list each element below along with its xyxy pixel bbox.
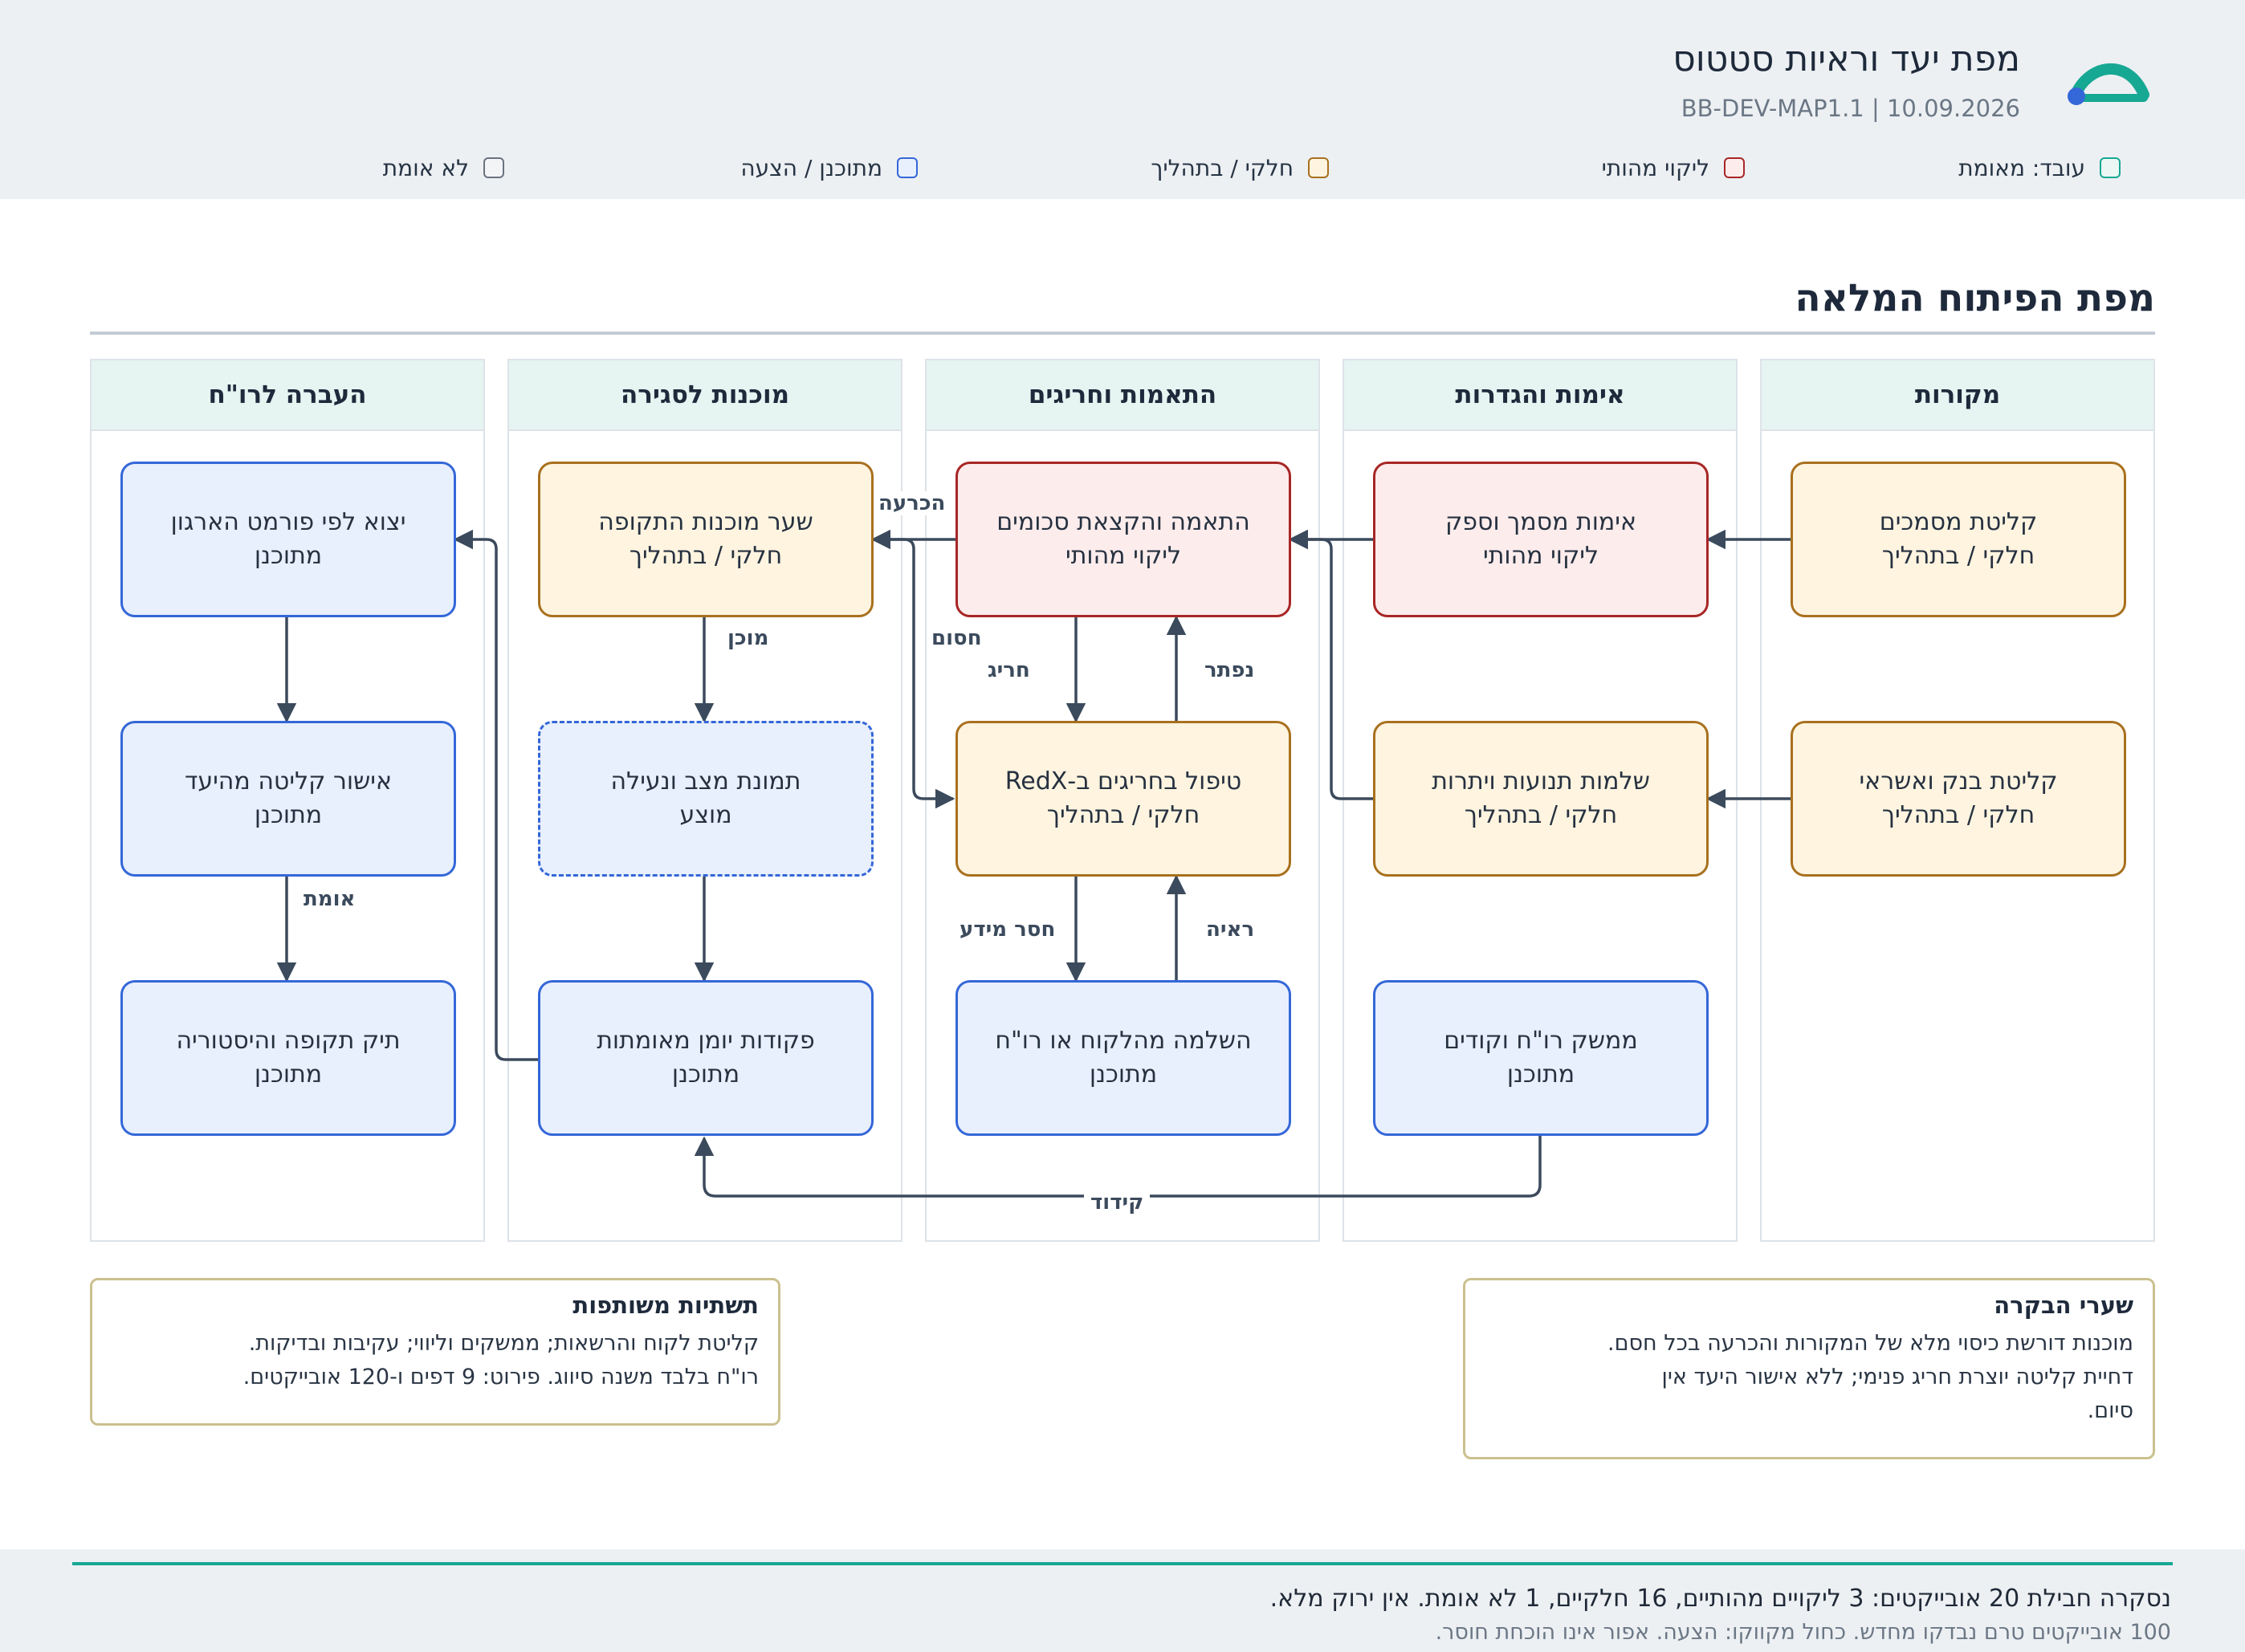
legend-label: לא אומת	[382, 154, 469, 181]
legend-swatch	[483, 157, 504, 178]
lane-header: אימות והגדרות	[1344, 360, 1736, 431]
legend-item-partial: חלקי / בתהליך	[1151, 153, 1329, 183]
legend-label: חלקי / בתהליך	[1151, 154, 1294, 181]
note-line: סיום.	[2087, 1398, 2133, 1423]
document-title: מפת יעד וראיות סטטוס	[1673, 39, 2020, 79]
section-divider	[90, 332, 2155, 335]
legend-swatch	[1724, 157, 1745, 178]
legend-item-planned: מתוכנן / הצעה	[740, 153, 918, 183]
node-cpa-interface[interactable]: ממשק רו"ח וקודים מתוכנן	[1373, 980, 1709, 1136]
node-docs-intake[interactable]: קליטת מסמכים חלקי / בתהליך	[1791, 462, 2126, 617]
node-redx-exceptions[interactable]: טיפול בחריגים ב-RedX חלקי / בתהליך	[955, 721, 1291, 877]
node-title: תמונת מצב ונעילה	[610, 767, 801, 795]
node-status: מתוכנן	[254, 1060, 323, 1088]
node-title: קליטת בנק ואשראי	[1859, 767, 2058, 795]
legend-label: עובד: מאומת	[1958, 154, 2085, 181]
node-title: שער מוכנות התקופה	[598, 508, 813, 536]
node-status: ליקוי מהותי	[1065, 542, 1182, 570]
bridge-arc-logo-icon	[2068, 63, 2149, 105]
note-line: קליטת לקוח והרשאות; ממשקים וליווי; עקיבו…	[248, 1331, 759, 1356]
legend-swatch	[1308, 157, 1329, 178]
node-status: מתוכנן	[1506, 1060, 1575, 1088]
node-org-export[interactable]: יצוא לפי פורמט הארגון מתוכנן	[120, 462, 456, 617]
edge-completeness-to-match	[1288, 529, 1373, 800]
footer-caveat: 100 אובייקטים טרם נבדקו מחדש. כחול מקווק…	[1435, 1620, 2171, 1645]
edge-label-exception: חריג	[988, 658, 1030, 682]
node-period-file[interactable]: תיק תקופה והיסטוריה מתוכנן	[120, 980, 456, 1136]
edge-label-ready: מוכן	[727, 626, 769, 650]
edge-cpa-interface-to-journal	[694, 1136, 1542, 1198]
edge-label-resolved: נפתר	[1204, 658, 1255, 682]
footer-summary: נסקרה חבילת 20 אובייקטים: 3 ליקויים מהות…	[1269, 1585, 2171, 1613]
node-status: חלקי / בתהליך	[1881, 542, 2035, 570]
node-status: מתוכנן	[1089, 1060, 1158, 1088]
note-title: שערי הבקרה	[1994, 1292, 2133, 1319]
legend-label: ליקוי מהותי	[1601, 154, 1709, 181]
note-line: מוכנות דורשת כיסוי מלא של המקורות והכרעה…	[1607, 1331, 2133, 1356]
node-status: מתוכנן	[671, 1060, 740, 1088]
note-line: דחיית קליטה יוצרת חריג פנימי; ללא אישור …	[1661, 1365, 2134, 1390]
node-journal-entries[interactable]: פקודות יומן מאומתות מתוכנן	[538, 980, 874, 1136]
note-title: תשתיות משותפות	[572, 1292, 759, 1319]
node-client-completion[interactable]: השלמה מהלקוח או רו"ח מתוכנן	[955, 980, 1291, 1136]
legend-item-verified: עובד: מאומת	[1958, 153, 2121, 183]
node-status: חלקי / בתהליך	[1881, 801, 2035, 829]
node-title: פקודות יומן מאומתות	[597, 1027, 815, 1055]
node-status: מוצע	[679, 801, 732, 829]
node-title: שלמות תנועות ויתרות	[1432, 767, 1650, 795]
lane-header: העברה לרו"ח	[92, 360, 483, 431]
node-bank-intake[interactable]: קליטת בנק ואשראי חלקי / בתהליך	[1791, 721, 2126, 877]
node-doc-verify[interactable]: אימות מסמך וספק ליקוי מהותי	[1373, 462, 1709, 617]
edge-label-decision: הכרעה	[872, 491, 952, 515]
node-title: יצוא לפי פורמט הארגון	[170, 508, 406, 536]
lane-header: התאמות וחריגים	[927, 360, 1318, 431]
lane-header: מקורות	[1762, 360, 2153, 431]
node-readiness-gate[interactable]: שער מוכנות התקופה חלקי / בתהליך	[538, 462, 874, 617]
node-status: מתוכנן	[254, 801, 323, 829]
node-title: קליטת מסמכים	[1879, 508, 2038, 536]
node-title: ממשק רו"ח וקודים	[1444, 1027, 1638, 1055]
node-status: חלקי / בתהליך	[1464, 801, 1618, 829]
node-match-allocation[interactable]: התאמה והקצאת סכומים ליקוי מהותי	[955, 462, 1291, 617]
node-receipt-approval[interactable]: אישור קליטה מהיעד מתוכנן	[120, 721, 456, 877]
edge-label-blocked: חסום	[931, 626, 982, 650]
edge-readiness-to-redx-blocked	[873, 538, 955, 809]
node-title: אימות מסמך וספק	[1444, 508, 1637, 536]
document-code-date: BB-DEV-MAP1.1 | 10.09.2026	[1681, 95, 2020, 122]
node-status: מתוכנן	[254, 542, 323, 570]
footer-divider	[72, 1562, 2173, 1565]
node-title: תיק תקופה והיסטוריה	[176, 1027, 401, 1055]
legend-label: מתוכנן / הצעה	[740, 154, 882, 181]
lane-header: מוכנות לסגירה	[509, 360, 901, 431]
note-control-gates: שערי הבקרה מוכנות דורשת כיסוי מלא של המק…	[1463, 1278, 2155, 1459]
node-status: חלקי / בתהליך	[1046, 801, 1200, 829]
node-title: השלמה מהלקוח או רו"ח	[995, 1027, 1252, 1055]
legend-item-blocking: ליקוי מהותי	[1602, 153, 1745, 183]
edge-label-verified: אומת	[304, 887, 356, 911]
edge-journal-to-export	[453, 529, 538, 1061]
section-title: מפת הפיתוח המלאה	[1795, 276, 2155, 320]
node-status: ליקוי מהותי	[1482, 542, 1599, 570]
node-status: חלקי / בתהליך	[629, 542, 783, 570]
footer-bar: נסקרה חבילת 20 אובייקטים: 3 ליקויים מהות…	[0, 1549, 2245, 1652]
node-title: אישור קליטה מהיעד	[184, 767, 393, 795]
legend-swatch	[2100, 157, 2121, 178]
edge-label-missing-info: חסר מידע	[960, 918, 1056, 942]
note-shared-infrastructure: תשתיות משותפות קליטת לקוח והרשאות; ממשקי…	[90, 1278, 780, 1426]
edge-label-coding: קידוד	[1084, 1190, 1151, 1215]
node-txn-completeness[interactable]: שלמות תנועות ויתרות חלקי / בתהליך	[1373, 721, 1709, 877]
node-title: טיפול בחריגים ב-RedX	[1004, 767, 1242, 795]
edge-label-evidence: ראיה	[1206, 918, 1255, 942]
legend-swatch	[897, 157, 918, 178]
header-bar: מפת יעד וראיות סטטוס BB-DEV-MAP1.1 | 10.…	[0, 0, 2245, 199]
node-title: התאמה והקצאת סכומים	[996, 508, 1250, 536]
note-line: רו"ח בלבד משנה סיווג. פירוט: 9 דפים ו-12…	[242, 1365, 759, 1390]
legend-item-unverified: לא אומת	[383, 153, 504, 183]
node-snapshot-lock[interactable]: תמונת מצב ונעילה מוצע	[538, 721, 874, 877]
